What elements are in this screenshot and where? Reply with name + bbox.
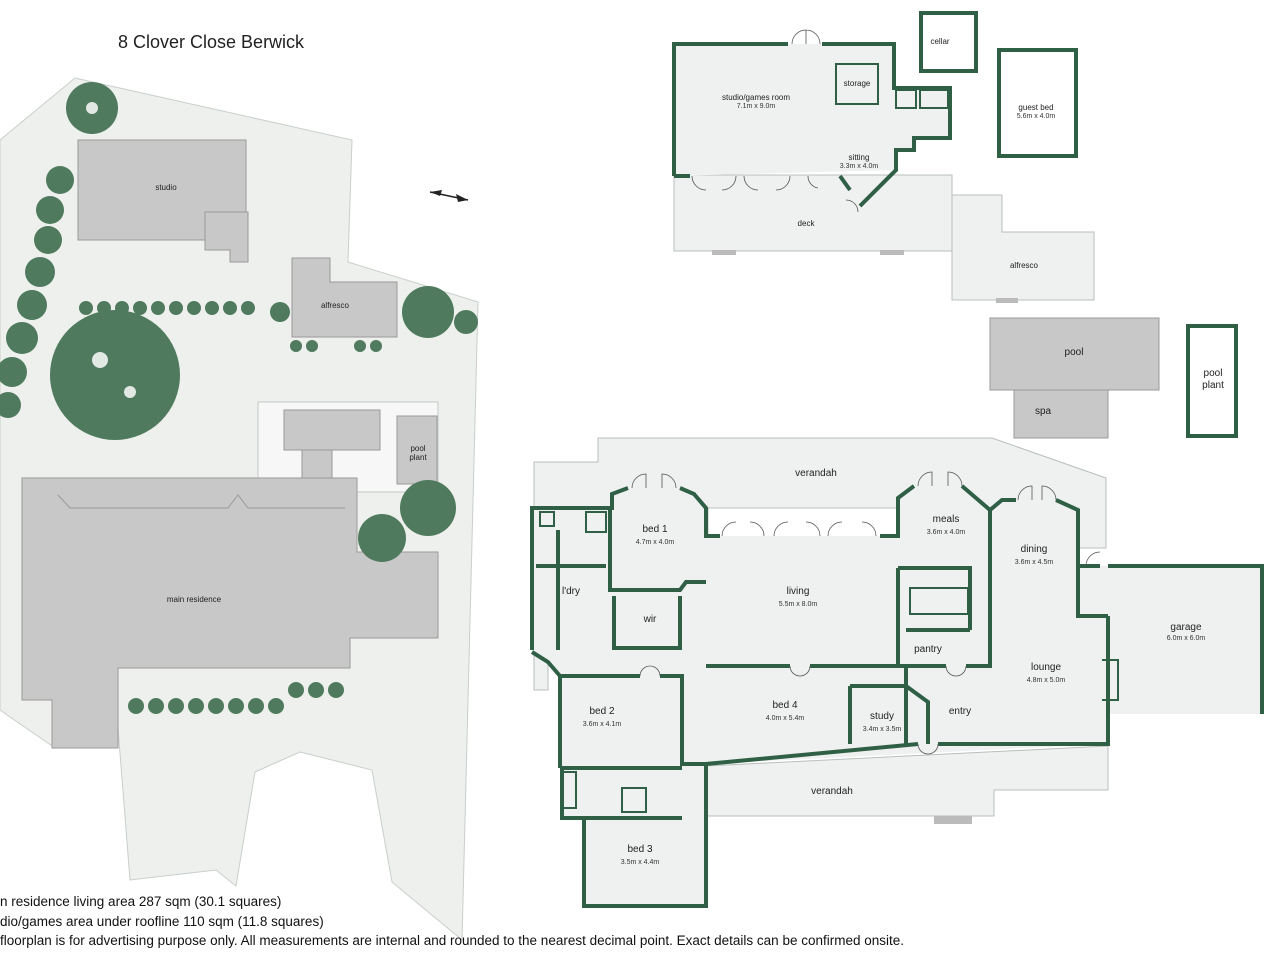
- label-studio-games: studio/games room: [722, 93, 790, 102]
- pool-plan: pool spa pool plant: [989, 317, 1238, 439]
- site-label-alfresco: alfresco: [321, 301, 350, 310]
- dim-bed-4: 4.0m x 5.4m: [766, 715, 805, 722]
- deck-area: [673, 174, 953, 252]
- label-garage: garage: [1170, 622, 1202, 633]
- label-pool-plant-2: plant: [1202, 380, 1224, 391]
- studio-plan: studio/games room 7.1m x 9.0m storage si…: [672, 11, 1095, 303]
- dim-dining: 3.6m x 4.5m: [1015, 559, 1054, 566]
- site-label-pool-plant-1: pool: [410, 444, 425, 453]
- guest-bed-room: [997, 48, 1078, 158]
- label-bed-1: bed 1: [642, 524, 667, 535]
- label-meals: meals: [933, 514, 960, 525]
- footer-studio-area: dio/games area under roofline 110 sqm (1…: [0, 914, 324, 929]
- dim-guest-bed: 5.6m x 4.0m: [1017, 113, 1056, 120]
- label-lounge: lounge: [1031, 662, 1061, 673]
- studio-interior: [674, 44, 950, 176]
- site-alfresco: [291, 257, 398, 338]
- label-deck: deck: [798, 219, 816, 228]
- north-arrow-icon: [429, 190, 469, 202]
- site-spa: [301, 449, 333, 479]
- cellar-room: [919, 11, 978, 73]
- label-living: living: [787, 586, 810, 597]
- label-pantry: pantry: [914, 644, 942, 655]
- page-title: 8 Clover Close Berwick: [118, 32, 305, 52]
- label-storage: storage: [844, 79, 871, 88]
- label-wir: wir: [643, 614, 657, 625]
- dim-studio-games: 7.1m x 9.0m: [737, 103, 776, 110]
- site-pool-plant: [396, 415, 438, 485]
- label-study: study: [870, 711, 894, 722]
- residence-interior: [532, 486, 1262, 906]
- label-pool: pool: [1065, 347, 1084, 358]
- label-guest-bed: guest bed: [1018, 103, 1053, 112]
- dim-sitting: 3.3m x 4.0m: [840, 163, 879, 170]
- dim-meals: 3.6m x 4.0m: [927, 529, 966, 536]
- site-roof-line: [57, 494, 345, 509]
- dim-living: 5.5m x 8.0m: [779, 601, 818, 608]
- label-dining: dining: [1021, 544, 1048, 555]
- pool-plant-room: [1186, 324, 1238, 438]
- dim-bed-2: 3.6m x 4.1m: [583, 721, 622, 728]
- dim-bed-3: 3.5m x 4.4m: [621, 859, 660, 866]
- label-verandah-top: verandah: [795, 468, 837, 479]
- dim-study: 3.4m x 3.5m: [863, 726, 902, 733]
- site-label-studio: studio: [155, 183, 177, 192]
- label-bed-4: bed 4: [772, 700, 797, 711]
- site-main-residence: [21, 477, 439, 749]
- label-laundry: l'dry: [562, 586, 580, 597]
- dim-bed-1: 4.7m x 4.0m: [636, 539, 675, 546]
- dim-lounge: 4.8m x 5.0m: [1027, 677, 1066, 684]
- footer-residence-area: n residence living area 287 sqm (30.1 sq…: [0, 894, 281, 909]
- label-spa: spa: [1035, 406, 1052, 417]
- footer-disclaimer: floorplan is for advertising purpose onl…: [0, 933, 904, 948]
- label-sitting: sitting: [849, 153, 870, 162]
- label-verandah-bottom: verandah: [811, 786, 853, 797]
- pool-shape: [989, 317, 1160, 439]
- site-plan: studio alfresco pool plant main residenc…: [0, 77, 479, 942]
- label-alfresco: alfresco: [1010, 261, 1039, 270]
- residence-plan: verandah verandah bed 1 4.7m x 4.0m l'dr…: [530, 437, 1264, 908]
- label-cellar: cellar: [930, 37, 949, 46]
- label-bed-3: bed 3: [627, 844, 652, 855]
- label-pool-plant-1: pool: [1204, 368, 1223, 379]
- site-label-pool-plant-2: plant: [409, 453, 427, 462]
- label-bed-2: bed 2: [589, 706, 614, 717]
- alfresco-area: [951, 194, 1095, 301]
- site-pool: [283, 409, 381, 451]
- site-trees: [0, 82, 478, 714]
- site-label-main-residence: main residence: [167, 595, 222, 604]
- site-studio-annex: [204, 211, 249, 263]
- label-entry: entry: [949, 706, 971, 717]
- dim-garage: 6.0m x 6.0m: [1167, 635, 1206, 642]
